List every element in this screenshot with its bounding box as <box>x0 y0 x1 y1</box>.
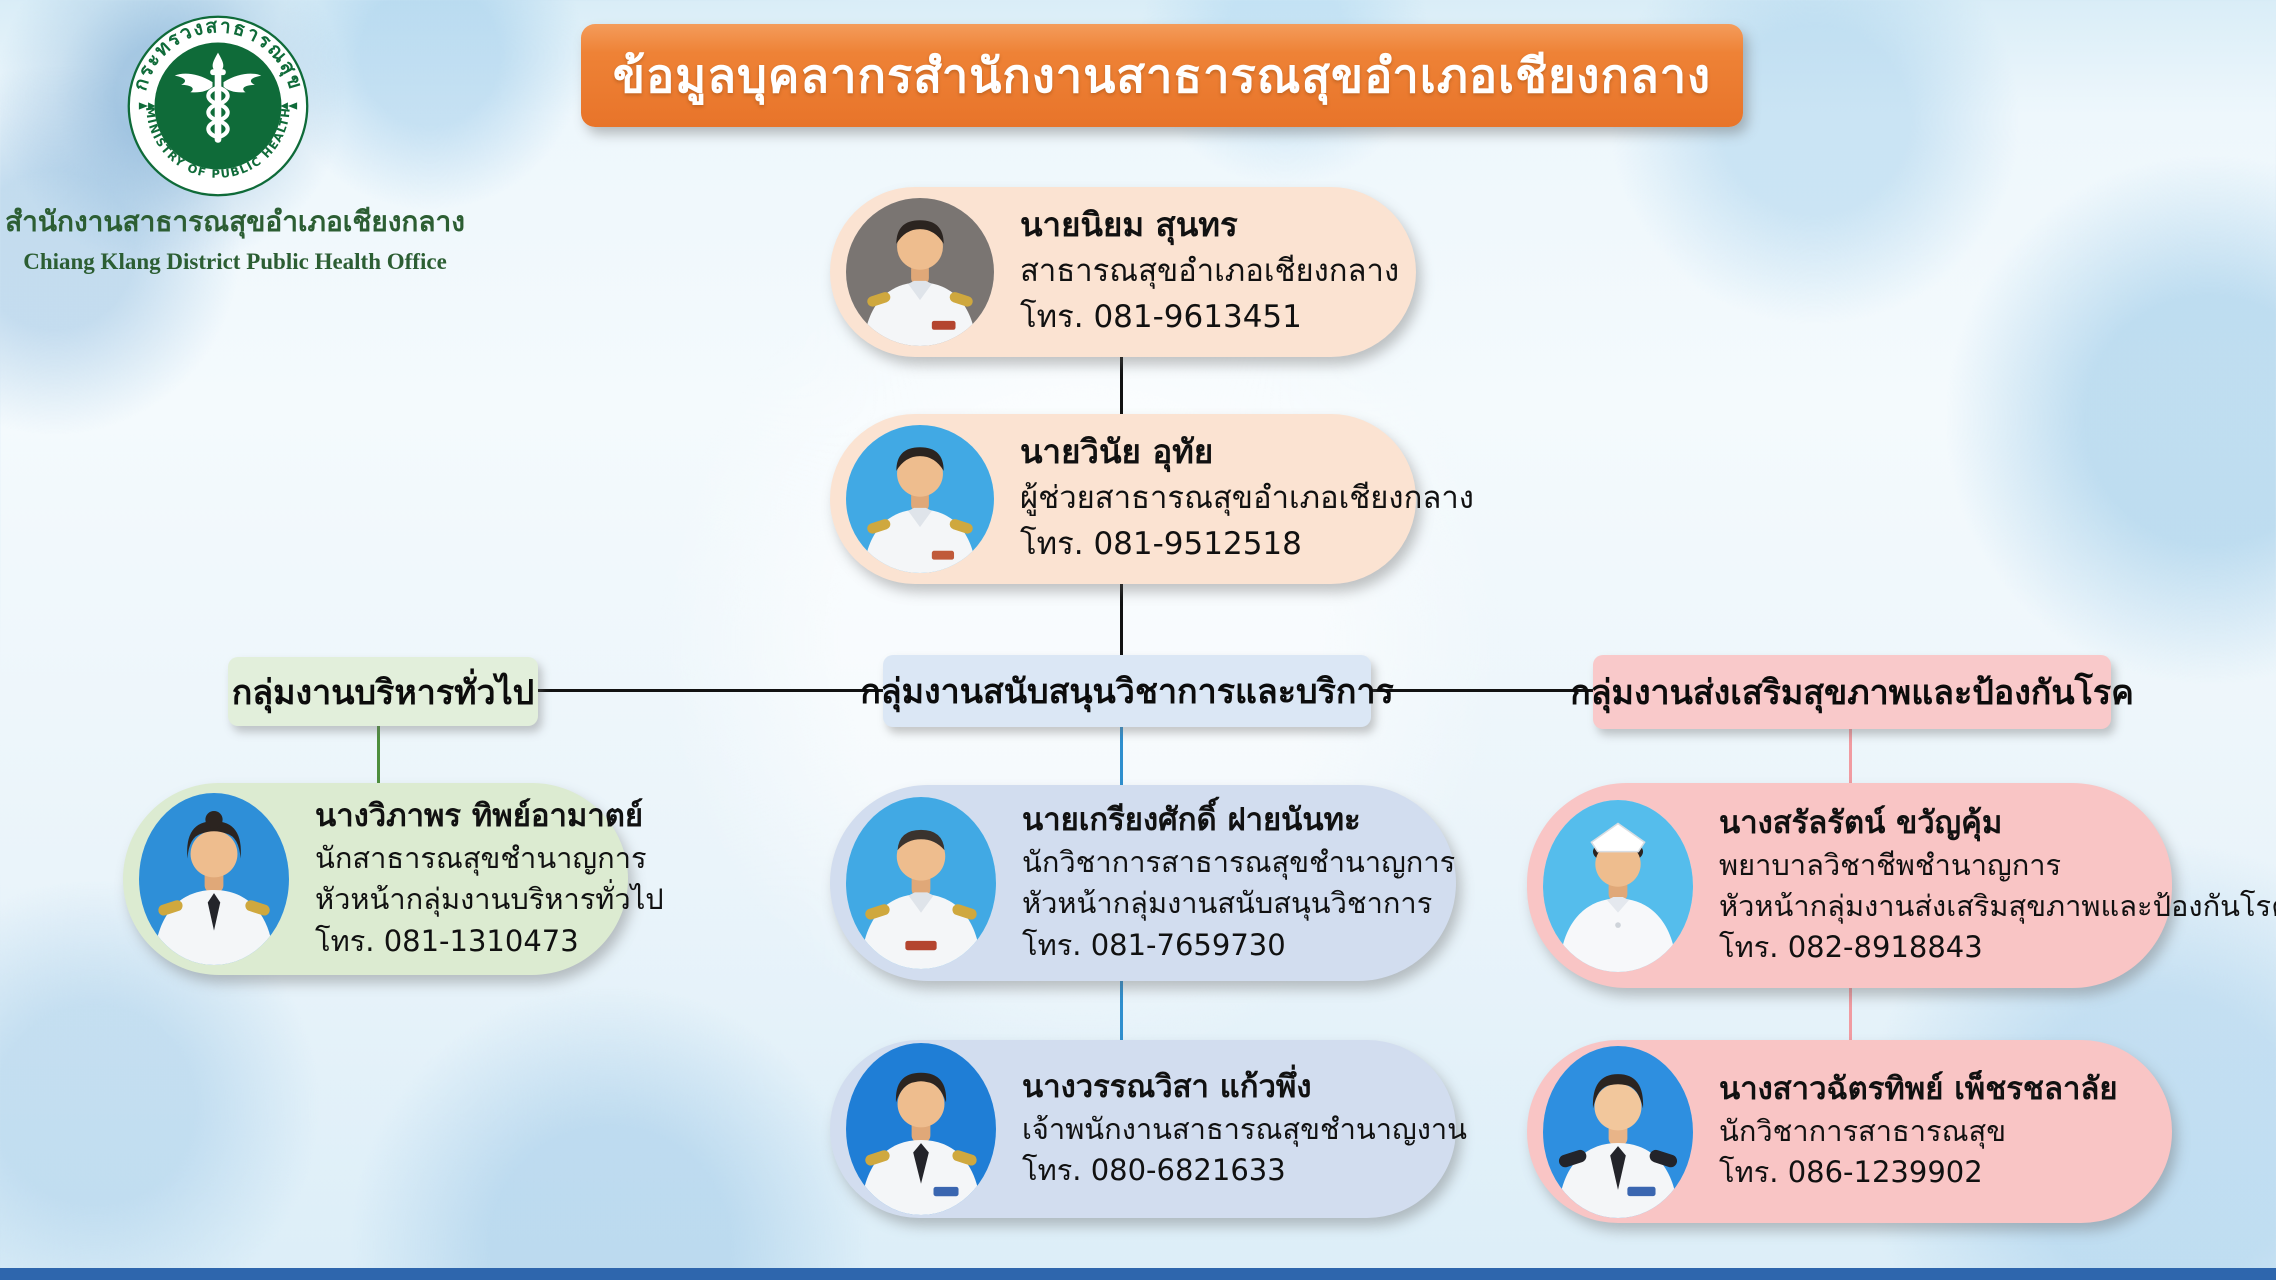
page-title: ข้อมูลบุคลากรสำนักงานสาธารณสุขอำเภอเชียง… <box>612 49 1712 104</box>
person-position: นักวิชาการสาธารณสุข <box>1719 1114 2007 1149</box>
group-header-general-admin: กลุ่มงานบริหารทั่วไป <box>228 657 538 726</box>
person-position: เจ้าพนักงานสาธารณสุขชำนาญงาน <box>1022 1111 1467 1146</box>
person-phone: โทร. 082-8918843 <box>1719 930 1983 964</box>
person-name: นายเกรียงศักดิ์ ฝายนันทะ <box>1022 802 1361 839</box>
connector-line <box>1120 727 1123 785</box>
portrait-man-blue <box>846 797 996 969</box>
logo-left-ornament <box>138 102 156 110</box>
person-name: นางวรรณวิสา แก้วพึ่ง <box>1022 1068 1312 1105</box>
connector-line <box>1120 584 1123 656</box>
person-phone: โทร. 081-9512518 <box>1020 526 1302 563</box>
person-position: พยาบาลวิชาชีพชำนาญการ <box>1719 847 2062 882</box>
person-name: นางสรัลรัตน์ ขวัญคุ้ม <box>1719 804 2003 841</box>
moph-logo: กระทรวงสาธารณสุข MINISTRY OF PUBLIC HEAL… <box>126 14 310 198</box>
logo-right-ornament <box>280 102 298 110</box>
person-position: นักสาธารณสุขชำนาญการ <box>315 841 647 876</box>
person-card: นางสาวฉัตรทิพย์ เพ็ชรชลาลัย นักวิชาการสา… <box>1527 1040 2172 1223</box>
title-banner: ข้อมูลบุคลากรสำนักงานสาธารณสุขอำเภอเชียง… <box>581 24 1743 127</box>
person-photo <box>846 425 994 573</box>
connector-line <box>1849 729 1852 783</box>
office-name-thai: สำนักงานสาธารณสุขอำเภอเชียงกลาง <box>5 205 465 238</box>
portrait-woman-blue <box>846 1043 996 1215</box>
person-photo <box>846 198 994 346</box>
person-card: นายเกรียงศักดิ์ ฝายนันทะ นักวิชาการสาธาร… <box>830 785 1456 981</box>
group-title: กลุ่มงานส่งเสริมสุขภาพและป้องกันโรค <box>1570 673 2134 713</box>
person-photo <box>139 793 289 965</box>
person-card: นางวิภาพร ทิพย์อามาตย์ นักสาธารณสุขชำนาญ… <box>123 783 664 975</box>
connector-line <box>1849 988 1852 1040</box>
portrait-woman-blue <box>1543 1045 1693 1218</box>
person-phone: โทร. 081-1310473 <box>315 923 579 958</box>
person-phone: โทร. 081-9613451 <box>1020 299 1302 336</box>
person-name: นายวินัย อุทัย <box>1020 432 1214 472</box>
connector-line <box>1120 981 1123 1040</box>
person-name: นายนิยม สุนทร <box>1020 205 1238 245</box>
portrait-woman-blue <box>139 793 289 965</box>
person-card-assistant-chief: นายวินัย อุทัย ผู้ช่วยสาธารณสุขอำเภอเชีย… <box>830 414 1474 584</box>
person-card-district-chief: นายนิยม สุนทร สาธารณสุขอำเภอเชียงกลาง โท… <box>830 187 1416 357</box>
group-title: กลุ่มงานบริหารทั่วไป <box>231 672 535 713</box>
person-position: ผู้ช่วยสาธารณสุขอำเภอเชียงกลาง <box>1020 479 1474 516</box>
portrait-man-blue <box>846 425 994 573</box>
person-name: นางสาวฉัตรทิพย์ เพ็ชรชลาลัย <box>1719 1071 2118 1108</box>
person-card: นางวรรณวิสา แก้วพึ่ง เจ้าพนักงานสาธารณสุ… <box>830 1040 1467 1218</box>
person-phone: โทร. 081-7659730 <box>1022 927 1286 962</box>
office-name-block: สำนักงานสาธารณสุขอำเภอเชียงกลาง Chiang K… <box>5 200 465 275</box>
connector-line <box>1371 689 1593 692</box>
person-photo <box>846 797 996 969</box>
portrait-man-gray <box>846 198 994 346</box>
person-name: นางวิภาพร ทิพย์อามาตย์ <box>315 798 644 835</box>
person-role: หัวหน้ากลุ่มงานสนับสนุนวิชาการ <box>1022 886 1433 921</box>
group-header-health-promotion: กลุ่มงานส่งเสริมสุขภาพและป้องกันโรค <box>1570 655 2134 729</box>
person-photo <box>1543 799 1693 972</box>
person-phone: โทร. 086-1239902 <box>1719 1155 1983 1190</box>
connector-line <box>377 726 380 783</box>
person-role: หัวหน้ากลุ่มงานส่งเสริมสุขภาพและป้องกันโ… <box>1719 888 2276 923</box>
person-phone: โทร. 080-6821633 <box>1022 1152 1286 1187</box>
person-card: นางสรัลรัตน์ ขวัญคุ้ม พยาบาลวิชาชีพชำนาญ… <box>1527 783 2276 988</box>
person-photo <box>846 1043 996 1215</box>
person-position: นักวิชาการสาธารณสุขชำนาญการ <box>1022 845 1456 880</box>
connector-line <box>1120 357 1123 414</box>
person-photo <box>1543 1045 1693 1218</box>
portrait-nurse <box>1543 799 1693 972</box>
moph-logo-emblem: กระทรวงสาธารณสุข MINISTRY OF PUBLIC HEAL… <box>127 14 309 197</box>
caduceus-icon <box>174 52 262 143</box>
group-title: กลุ่มงานสนับสนุนวิชาการและบริการ <box>860 672 1394 712</box>
person-role: หัวหน้ากลุ่มงานบริหารทั่วไป <box>315 882 664 917</box>
person-position: สาธารณสุขอำเภอเชียงกลาง <box>1020 252 1400 289</box>
bottom-accent-bar <box>0 1268 2276 1280</box>
office-name-english: Chiang Klang District Public Health Offi… <box>23 249 447 274</box>
group-header-academic-support: กลุ่มงานสนับสนุนวิชาการและบริการ <box>860 655 1394 727</box>
connector-line <box>538 689 883 692</box>
